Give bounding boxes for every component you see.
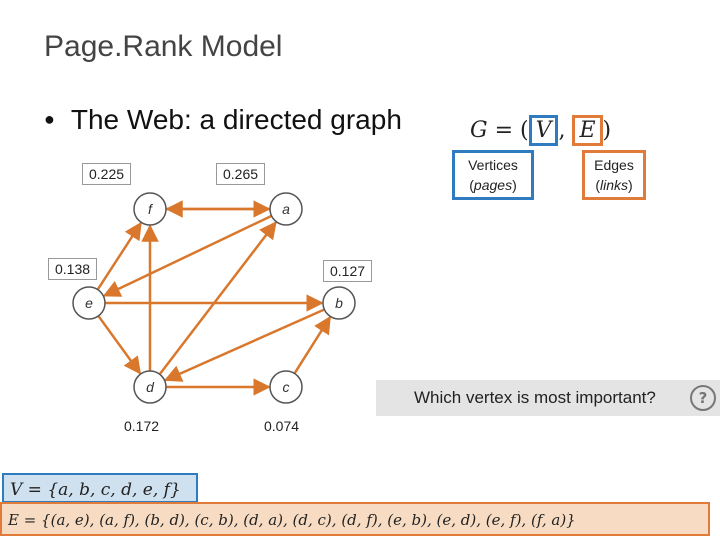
help-icon[interactable]: ?	[690, 385, 716, 411]
node-c	[269, 370, 303, 404]
node-label-d: d	[146, 379, 155, 395]
score-label-f: 0.225	[82, 163, 132, 185]
edges-callout: Edges (links)	[582, 150, 646, 200]
score-label-e: 0.138	[48, 258, 98, 280]
edge-e-f	[96, 221, 142, 291]
node-b	[322, 286, 356, 320]
node-label-f: f	[148, 201, 154, 217]
node-e	[72, 286, 106, 320]
score-label-b: 0.127	[323, 260, 373, 282]
bullet-dot-icon: ●	[44, 109, 55, 129]
node-a	[269, 192, 303, 226]
edges-callout-title: Edges	[594, 157, 634, 173]
node-label-a: a	[282, 201, 290, 217]
score-label-a: 0.265	[216, 163, 266, 185]
edge-a-e	[102, 214, 273, 297]
slide-title: Page.Rank Model	[44, 30, 283, 63]
bullet-text: The Web: a directed graph	[70, 104, 402, 135]
formula-e: E	[572, 115, 603, 146]
edge-d-a	[158, 221, 277, 376]
score-label-d: 0.172	[124, 418, 160, 434]
formula-comma: ,	[558, 118, 573, 143]
formula-g: G	[470, 118, 488, 143]
formula-close: )	[602, 118, 612, 143]
vertex-set: V = {a, b, c, d, e, f}	[2, 473, 198, 503]
score-label-c: 0.074	[264, 418, 300, 434]
node-label-b: b	[335, 295, 343, 311]
vertices-callout-title: Vertices	[468, 157, 518, 173]
vertices-callout: Vertices (pages)	[452, 150, 534, 200]
edge-c-b	[293, 315, 331, 375]
edge-set: E = {(a, e), (a, f), (b, d), (c, b), (d,…	[0, 502, 710, 536]
edge-e-d	[97, 315, 142, 375]
node-label-c: c	[283, 379, 290, 395]
edge-b-d	[163, 308, 325, 382]
node-d	[133, 370, 167, 404]
graph-formula: G = (V, E)	[470, 115, 612, 146]
vertices-callout-sub: (pages)	[469, 177, 517, 193]
question-text: Which vertex is most important?	[414, 388, 656, 407]
edges-callout-sub: (links)	[595, 177, 633, 193]
bullet-point: ● The Web: a directed graph	[44, 104, 402, 136]
node-f	[133, 192, 167, 226]
node-label-e: e	[85, 295, 93, 311]
question-banner	[376, 380, 720, 416]
formula-eq: = (	[487, 118, 529, 143]
formula-v: V	[528, 115, 559, 146]
